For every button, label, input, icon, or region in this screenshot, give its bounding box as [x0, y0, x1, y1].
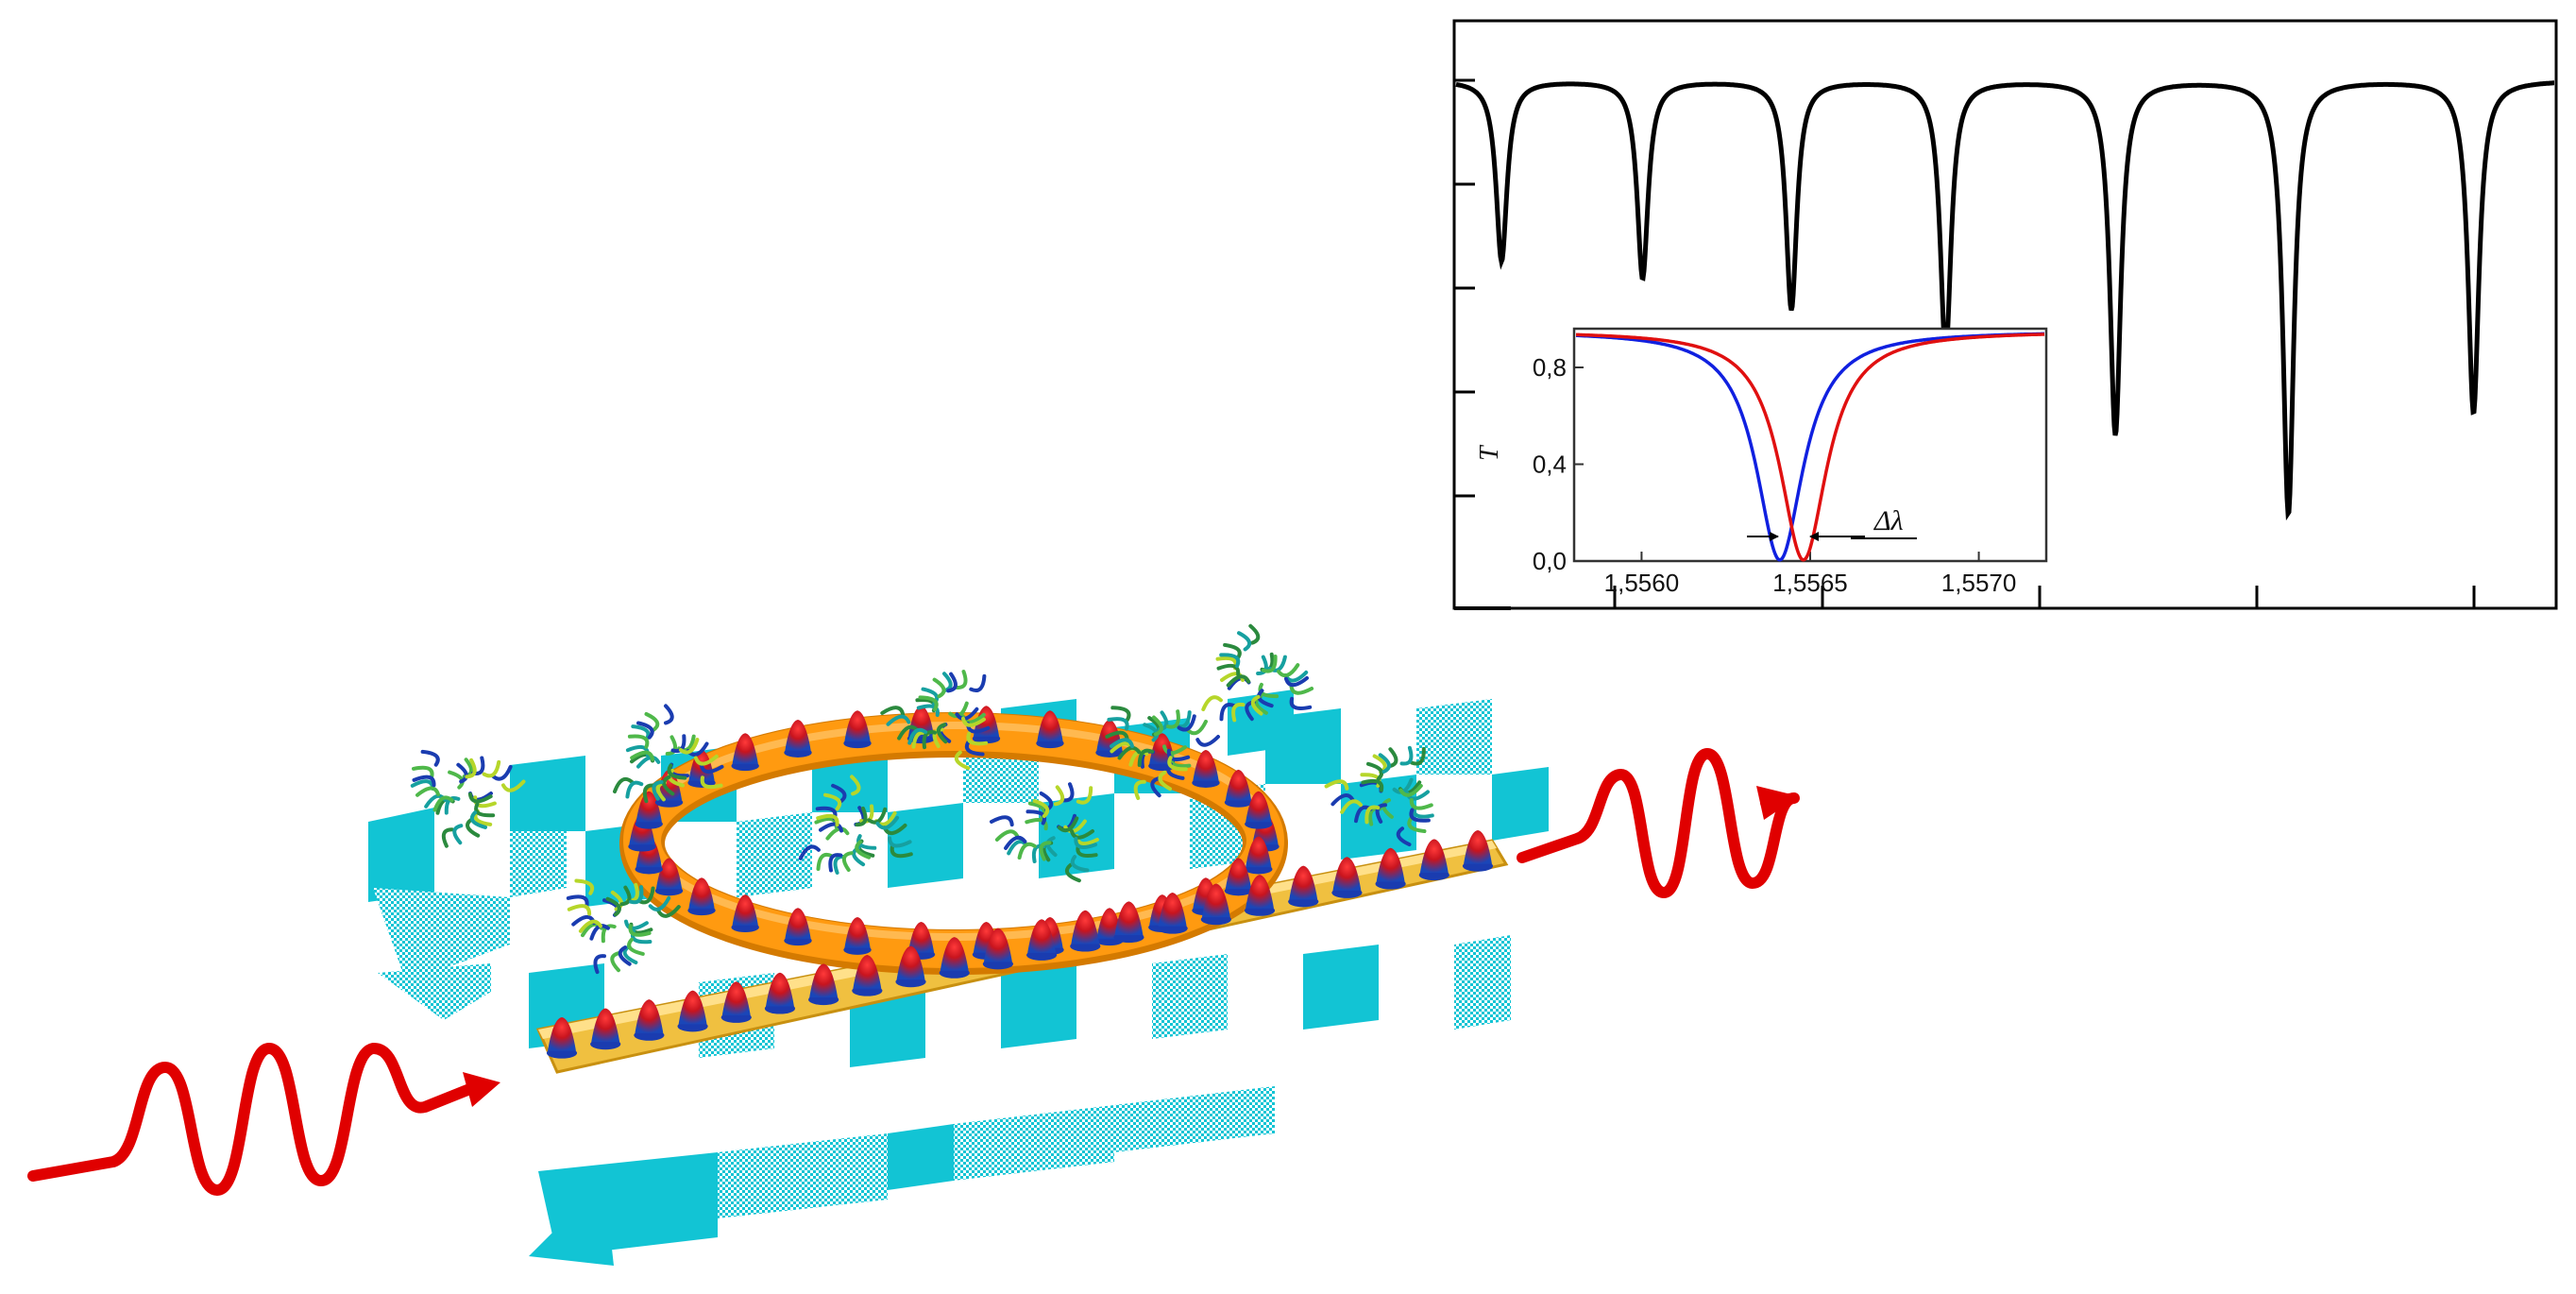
- field-peak-icon: [687, 877, 716, 916]
- field-peak-icon: [720, 981, 752, 1023]
- field-peak-icon: [1157, 892, 1188, 934]
- field-peak-icon: [1288, 865, 1319, 908]
- protein-molecule-icon: [1324, 745, 1434, 847]
- delta-lambda-annotation: Δλ: [1747, 505, 1917, 541]
- inset-y-tick-label: 0,8: [1533, 353, 1567, 382]
- protein-molecule-icon: [566, 878, 681, 975]
- protein-molecule-icon: [798, 775, 913, 875]
- inset-y-tick-label: 0,0: [1533, 547, 1567, 575]
- field-peak-icon: [972, 706, 1001, 744]
- substrate-checkerboard: [368, 690, 1549, 1266]
- output-wave-icon: [1517, 748, 1800, 898]
- field-peak-icon: [1462, 829, 1494, 872]
- field-peak-icon: [635, 791, 663, 829]
- protein-molecule-icon: [613, 704, 724, 804]
- field-peak-icon: [939, 937, 970, 979]
- field-peak-icon: [1224, 858, 1253, 896]
- field-peak-icon: [1418, 839, 1449, 881]
- main-series-line: [1455, 80, 2554, 521]
- inset-x-tick-label: 1,5565: [1772, 569, 1848, 597]
- inset-ticks: 1,5560 1,5565 1,5570 0,0 0,4 0,8: [1533, 353, 2016, 597]
- field-peak-icon: [1200, 883, 1231, 926]
- field-peak-icon: [1224, 769, 1253, 808]
- field-peak-icon: [808, 963, 839, 1006]
- field-peak-icon: [1245, 791, 1273, 829]
- protein-molecule-icon: [990, 782, 1099, 883]
- field-peak-icon: [731, 733, 759, 772]
- field-peak-icon: [1036, 710, 1064, 749]
- protein-molecule-icon: [1201, 623, 1314, 723]
- field-peak-icon: [843, 917, 872, 955]
- field-peak-icon: [654, 858, 684, 896]
- field-peak-icon: [1070, 910, 1101, 952]
- field-peak-icon: [852, 954, 883, 996]
- field-peak-icon: [731, 894, 759, 933]
- field-peak-icon: [634, 999, 665, 1041]
- field-peak-icon: [677, 990, 708, 1032]
- protein-molecule-icon: [1105, 706, 1220, 800]
- delta-lambda-label: Δλ: [1873, 505, 1904, 536]
- field-peak-icon: [982, 928, 1014, 970]
- inset-x-tick-label: 1,5560: [1604, 569, 1680, 597]
- main-plot-ticks: [1454, 78, 2476, 610]
- field-peak-icon: [1244, 875, 1276, 916]
- field-peak-icon: [895, 945, 926, 988]
- sensor-diagram: [27, 623, 1800, 1266]
- field-peak-icon: [546, 1016, 578, 1059]
- inset-y-tick-label: 0,4: [1533, 451, 1567, 479]
- inset-series-red: [1576, 332, 2045, 562]
- field-peak-icon: [1025, 919, 1058, 961]
- field-peak-icon: [843, 710, 872, 749]
- field-peak-icon: [1375, 847, 1406, 890]
- protein-molecules: [410, 623, 1434, 975]
- field-peak-icon: [764, 972, 796, 1014]
- field-peak-icon: [1331, 857, 1363, 898]
- input-wave-icon: [27, 1043, 500, 1196]
- field-peak-icon: [1113, 901, 1144, 944]
- protein-molecule-icon: [880, 670, 991, 771]
- inset-y-axis-label: T: [1475, 444, 1504, 461]
- protein-molecule-icon: [410, 749, 526, 848]
- transmission-plot: 1,5560 1,5565 1,5570 0,0 0,4 0,8 T Δλ: [1452, 19, 2558, 610]
- inset-x-tick-label: 1,5570: [1941, 569, 2017, 597]
- inset-plot: 1,5560 1,5565 1,5570 0,0 0,4 0,8 T Δλ: [1475, 327, 2048, 597]
- field-peak-icon: [1192, 750, 1220, 788]
- field-peak-icon: [784, 908, 812, 946]
- field-peak-icon: [784, 720, 812, 758]
- field-peak-icon: [590, 1008, 621, 1050]
- field-peak-icon: [1245, 836, 1273, 875]
